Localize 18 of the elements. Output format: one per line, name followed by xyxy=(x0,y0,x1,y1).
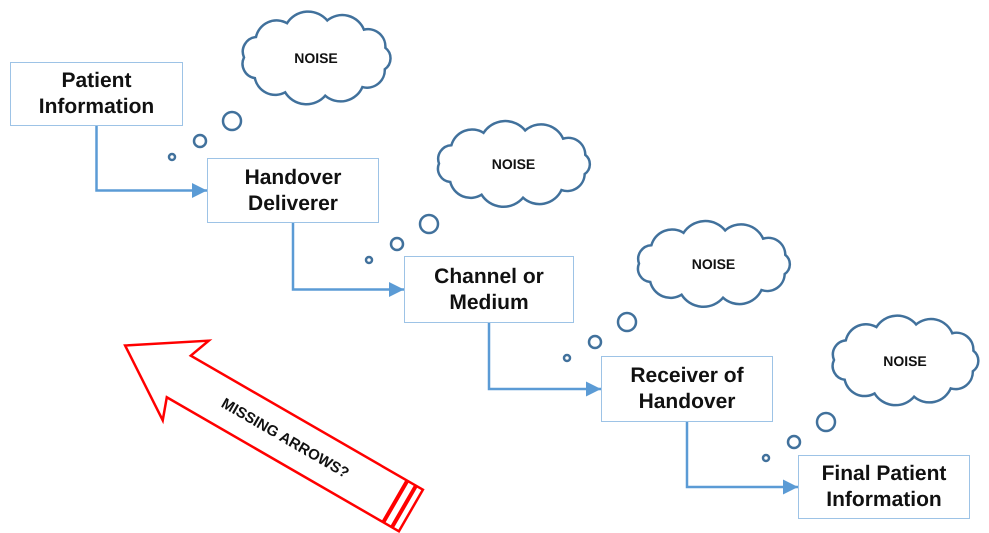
cloud-label: NOISE xyxy=(883,352,927,368)
box-label: Handover Deliverer xyxy=(244,164,342,216)
cloud-label: NOISE xyxy=(692,256,736,272)
box-label: Patient Information xyxy=(38,68,156,120)
process-box xyxy=(207,158,379,223)
box-label: Channel or Medium xyxy=(433,264,545,316)
box-label: Receiver of Handover xyxy=(629,363,745,415)
elbow-arrow xyxy=(95,126,207,198)
cloud-label: NOISE xyxy=(492,156,536,172)
elbow-arrow xyxy=(292,223,404,297)
cloud-label: NOISE xyxy=(294,50,338,66)
process-box xyxy=(10,62,183,126)
box-label: Final Patient Information xyxy=(820,461,948,513)
process-box xyxy=(798,455,970,519)
process-box xyxy=(404,256,574,323)
elbow-arrow xyxy=(686,422,798,494)
process-box xyxy=(601,356,773,422)
elbow-arrow xyxy=(488,323,601,396)
